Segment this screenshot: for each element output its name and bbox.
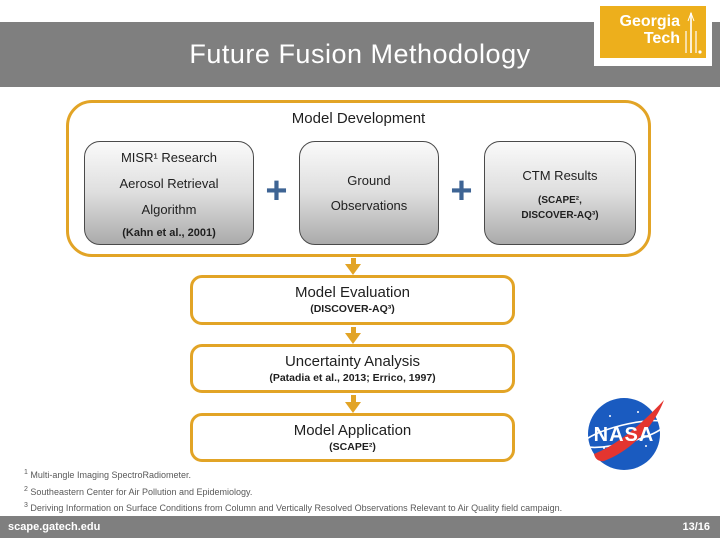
slide-page-number: 13/16 bbox=[682, 521, 710, 533]
georgia-tech-logo-box: Georgia Tech bbox=[600, 6, 706, 58]
ground-line2: Observations bbox=[330, 198, 408, 213]
down-arrow-icon bbox=[345, 395, 361, 413]
footnote-1-text: Multi-angle Imaging SpectroRadiometer. bbox=[30, 470, 192, 480]
misr-line2: Aerosol Retrieval bbox=[119, 176, 219, 191]
georgia-tech-logo-text: Georgia Tech bbox=[620, 13, 680, 47]
step-subtitle: (SCAPE²) bbox=[329, 440, 376, 453]
georgia-tech-logo-line2: Tech bbox=[643, 30, 680, 47]
step-title: Model Evaluation bbox=[294, 284, 411, 301]
step-model-evaluation: Model Evaluation (DISCOVER-AQ³) bbox=[190, 275, 515, 325]
ctm-citation: (SCAPE², DISCOVER-AQ³) bbox=[521, 195, 599, 221]
footnote-2-text: Southeastern Center for Air Pollution an… bbox=[30, 486, 253, 497]
step-title: Model Application bbox=[293, 421, 412, 439]
tech-tower-icon bbox=[680, 11, 702, 60]
footnotes: 1 Multi-angle Imaging SpectroRadiometer.… bbox=[24, 466, 562, 516]
misr-citation: (Kahn et al., 2001) bbox=[122, 227, 216, 239]
footnote-2-sup: 2 bbox=[24, 485, 28, 493]
footnote-3-text: Deriving Information on Surface Conditio… bbox=[30, 503, 563, 513]
nasa-logo: NASA bbox=[580, 388, 675, 485]
down-arrow-icon bbox=[345, 258, 361, 275]
plus-operator-icon: + bbox=[450, 170, 473, 212]
footnote-1-sup: 1 bbox=[24, 469, 28, 476]
input-box-ground-observations: Ground Observations bbox=[298, 141, 439, 245]
step-model-application: Model Application (SCAPE²) bbox=[190, 413, 515, 462]
step-subtitle: (DISCOVER-AQ³) bbox=[310, 303, 395, 315]
page-title: Future Fusion Methodology bbox=[189, 39, 531, 69]
georgia-tech-logo: Georgia Tech bbox=[594, 0, 712, 66]
step-title: Uncertainty Analysis bbox=[284, 352, 421, 370]
step-subtitle: (Patadia et al., 2013; Errico, 1997) bbox=[269, 371, 436, 384]
ctm-line1: CTM Results bbox=[522, 168, 598, 183]
misr-line1: MISR¹ Research bbox=[120, 150, 218, 165]
footnote-2: 2 Southeastern Center for Air Pollution … bbox=[24, 483, 562, 500]
model-development-container: Model Development MISR¹ Research Aerosol… bbox=[66, 100, 651, 257]
nasa-logo-text: NASA bbox=[594, 424, 655, 446]
footer-bar: scape.gatech.edu 13/16 bbox=[0, 516, 720, 538]
misr-line3: Algorithm bbox=[141, 202, 197, 217]
model-development-title: Model Development bbox=[291, 110, 426, 127]
model-development-inputs-row: MISR¹ Research Aerosol Retrieval Algorit… bbox=[84, 141, 636, 245]
footnote-1: 1 Multi-angle Imaging SpectroRadiometer. bbox=[24, 466, 562, 483]
input-box-ctm-results: CTM Results (SCAPE², DISCOVER-AQ³) bbox=[483, 141, 636, 245]
footer-site-url: scape.gatech.edu bbox=[8, 521, 101, 533]
georgia-tech-logo-line1: Georgia bbox=[619, 13, 680, 30]
plus-operator-icon: + bbox=[265, 170, 288, 212]
step-uncertainty-analysis: Uncertainty Analysis (Patadia et al., 20… bbox=[190, 344, 515, 393]
footnote-3: 3 Deriving Information on Surface Condit… bbox=[24, 499, 562, 516]
footnote-3-sup: 3 bbox=[24, 502, 28, 509]
down-arrow-icon bbox=[345, 327, 361, 344]
ground-line1: Ground bbox=[347, 173, 391, 188]
input-box-misr: MISR¹ Research Aerosol Retrieval Algorit… bbox=[84, 141, 254, 245]
